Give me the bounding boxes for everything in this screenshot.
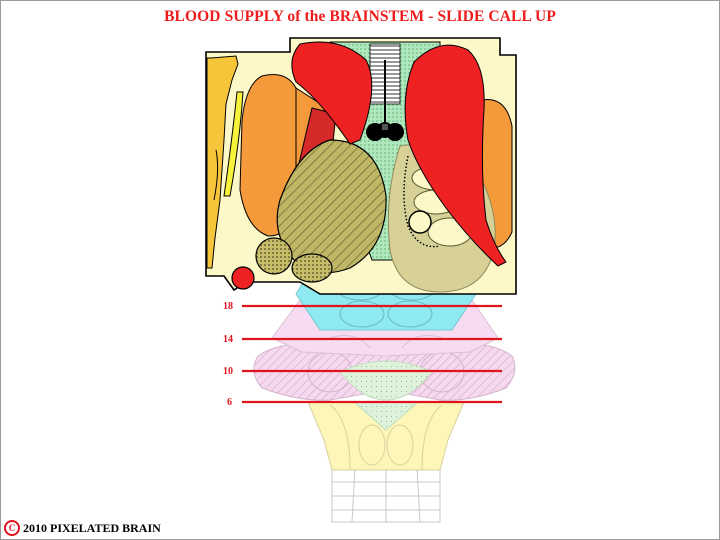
level-line-10[interactable]: 10: [223, 366, 502, 377]
level-label-18: 18: [223, 301, 233, 312]
left-cortex-strip: [206, 55, 244, 269]
level-label-10: 10: [223, 366, 233, 377]
aqueduct: [366, 122, 404, 141]
medulla-rostral: [307, 401, 465, 471]
level-label-14: 14: [223, 334, 233, 345]
level-line-18[interactable]: 18: [223, 301, 502, 312]
level-line-14[interactable]: 14: [223, 334, 502, 345]
copyright-notice: C 2010 PIXELATED BRAIN: [4, 520, 161, 536]
copyright-year: 2010: [23, 520, 47, 535]
slide-title: BLOOD SUPPLY of the BRAINSTEM - SLIDE CA…: [164, 8, 556, 25]
right-red-region: [404, 44, 507, 267]
copyright-icon: C: [4, 520, 20, 536]
medulla-caudal: [331, 467, 441, 523]
level-label-6: 6: [227, 397, 232, 408]
level-line-6[interactable]: 6: [227, 397, 502, 408]
small-red-circle: [231, 266, 255, 290]
dotted-nuclei: [255, 237, 333, 283]
left-red-region: [291, 41, 373, 145]
copyright-owner: PIXELATED BRAIN: [50, 520, 161, 535]
